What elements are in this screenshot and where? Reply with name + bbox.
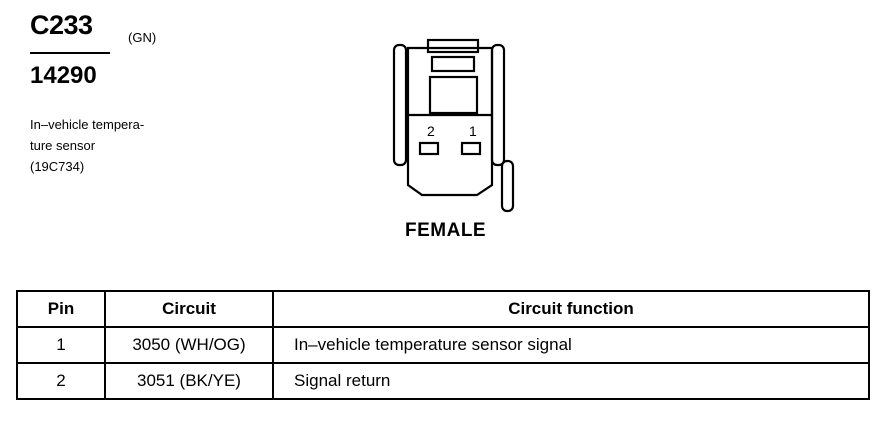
top-latch-tab	[426, 38, 480, 54]
part-number: 14290	[30, 62, 97, 89]
connector-id: C233	[30, 10, 93, 40]
circuit-cell: 3051 (BK/YE)	[104, 362, 274, 400]
header-circuit-function: Circuit function	[272, 290, 870, 328]
circuit-function-cell: Signal return	[272, 362, 870, 400]
header-pin: Pin	[16, 290, 106, 328]
latch-window	[428, 75, 479, 115]
right-locking-rail	[490, 43, 506, 167]
pin-cell: 1	[16, 326, 106, 364]
header-circuit: Circuit	[104, 290, 274, 328]
terminal-cavity-2	[418, 141, 440, 156]
right-lower-tab	[500, 159, 515, 213]
terminal-cavity-1	[460, 141, 482, 156]
top-latch-opening	[430, 55, 476, 73]
connector-color-code: (GN)	[128, 30, 157, 45]
table-header-row: Pin Circuit Circuit function	[16, 290, 870, 328]
table-row: 1 3050 (WH/OG) In–vehicle temperature se…	[16, 326, 870, 364]
table-row: 2 3051 (BK/YE) Signal return	[16, 362, 870, 400]
description-line-3: (19C734)	[30, 159, 85, 174]
connector-view-label: FEMALE	[405, 220, 487, 241]
description-line-1: In–vehicle tempera-	[30, 117, 145, 132]
left-locking-rail	[392, 43, 408, 167]
pin-table: Pin Circuit Circuit function 1 3050 (WH/…	[16, 290, 870, 400]
description-line-2: ture sensor	[30, 138, 96, 153]
circuit-function-cell: In–vehicle temperature sensor signal	[272, 326, 870, 364]
pin-label-1: 1	[469, 123, 477, 139]
pin-label-2: 2	[427, 123, 435, 139]
title-divider	[30, 52, 110, 54]
pin-cell: 2	[16, 362, 106, 400]
circuit-cell: 3050 (WH/OG)	[104, 326, 274, 364]
connector-face-diagram: 2 1	[392, 38, 515, 213]
